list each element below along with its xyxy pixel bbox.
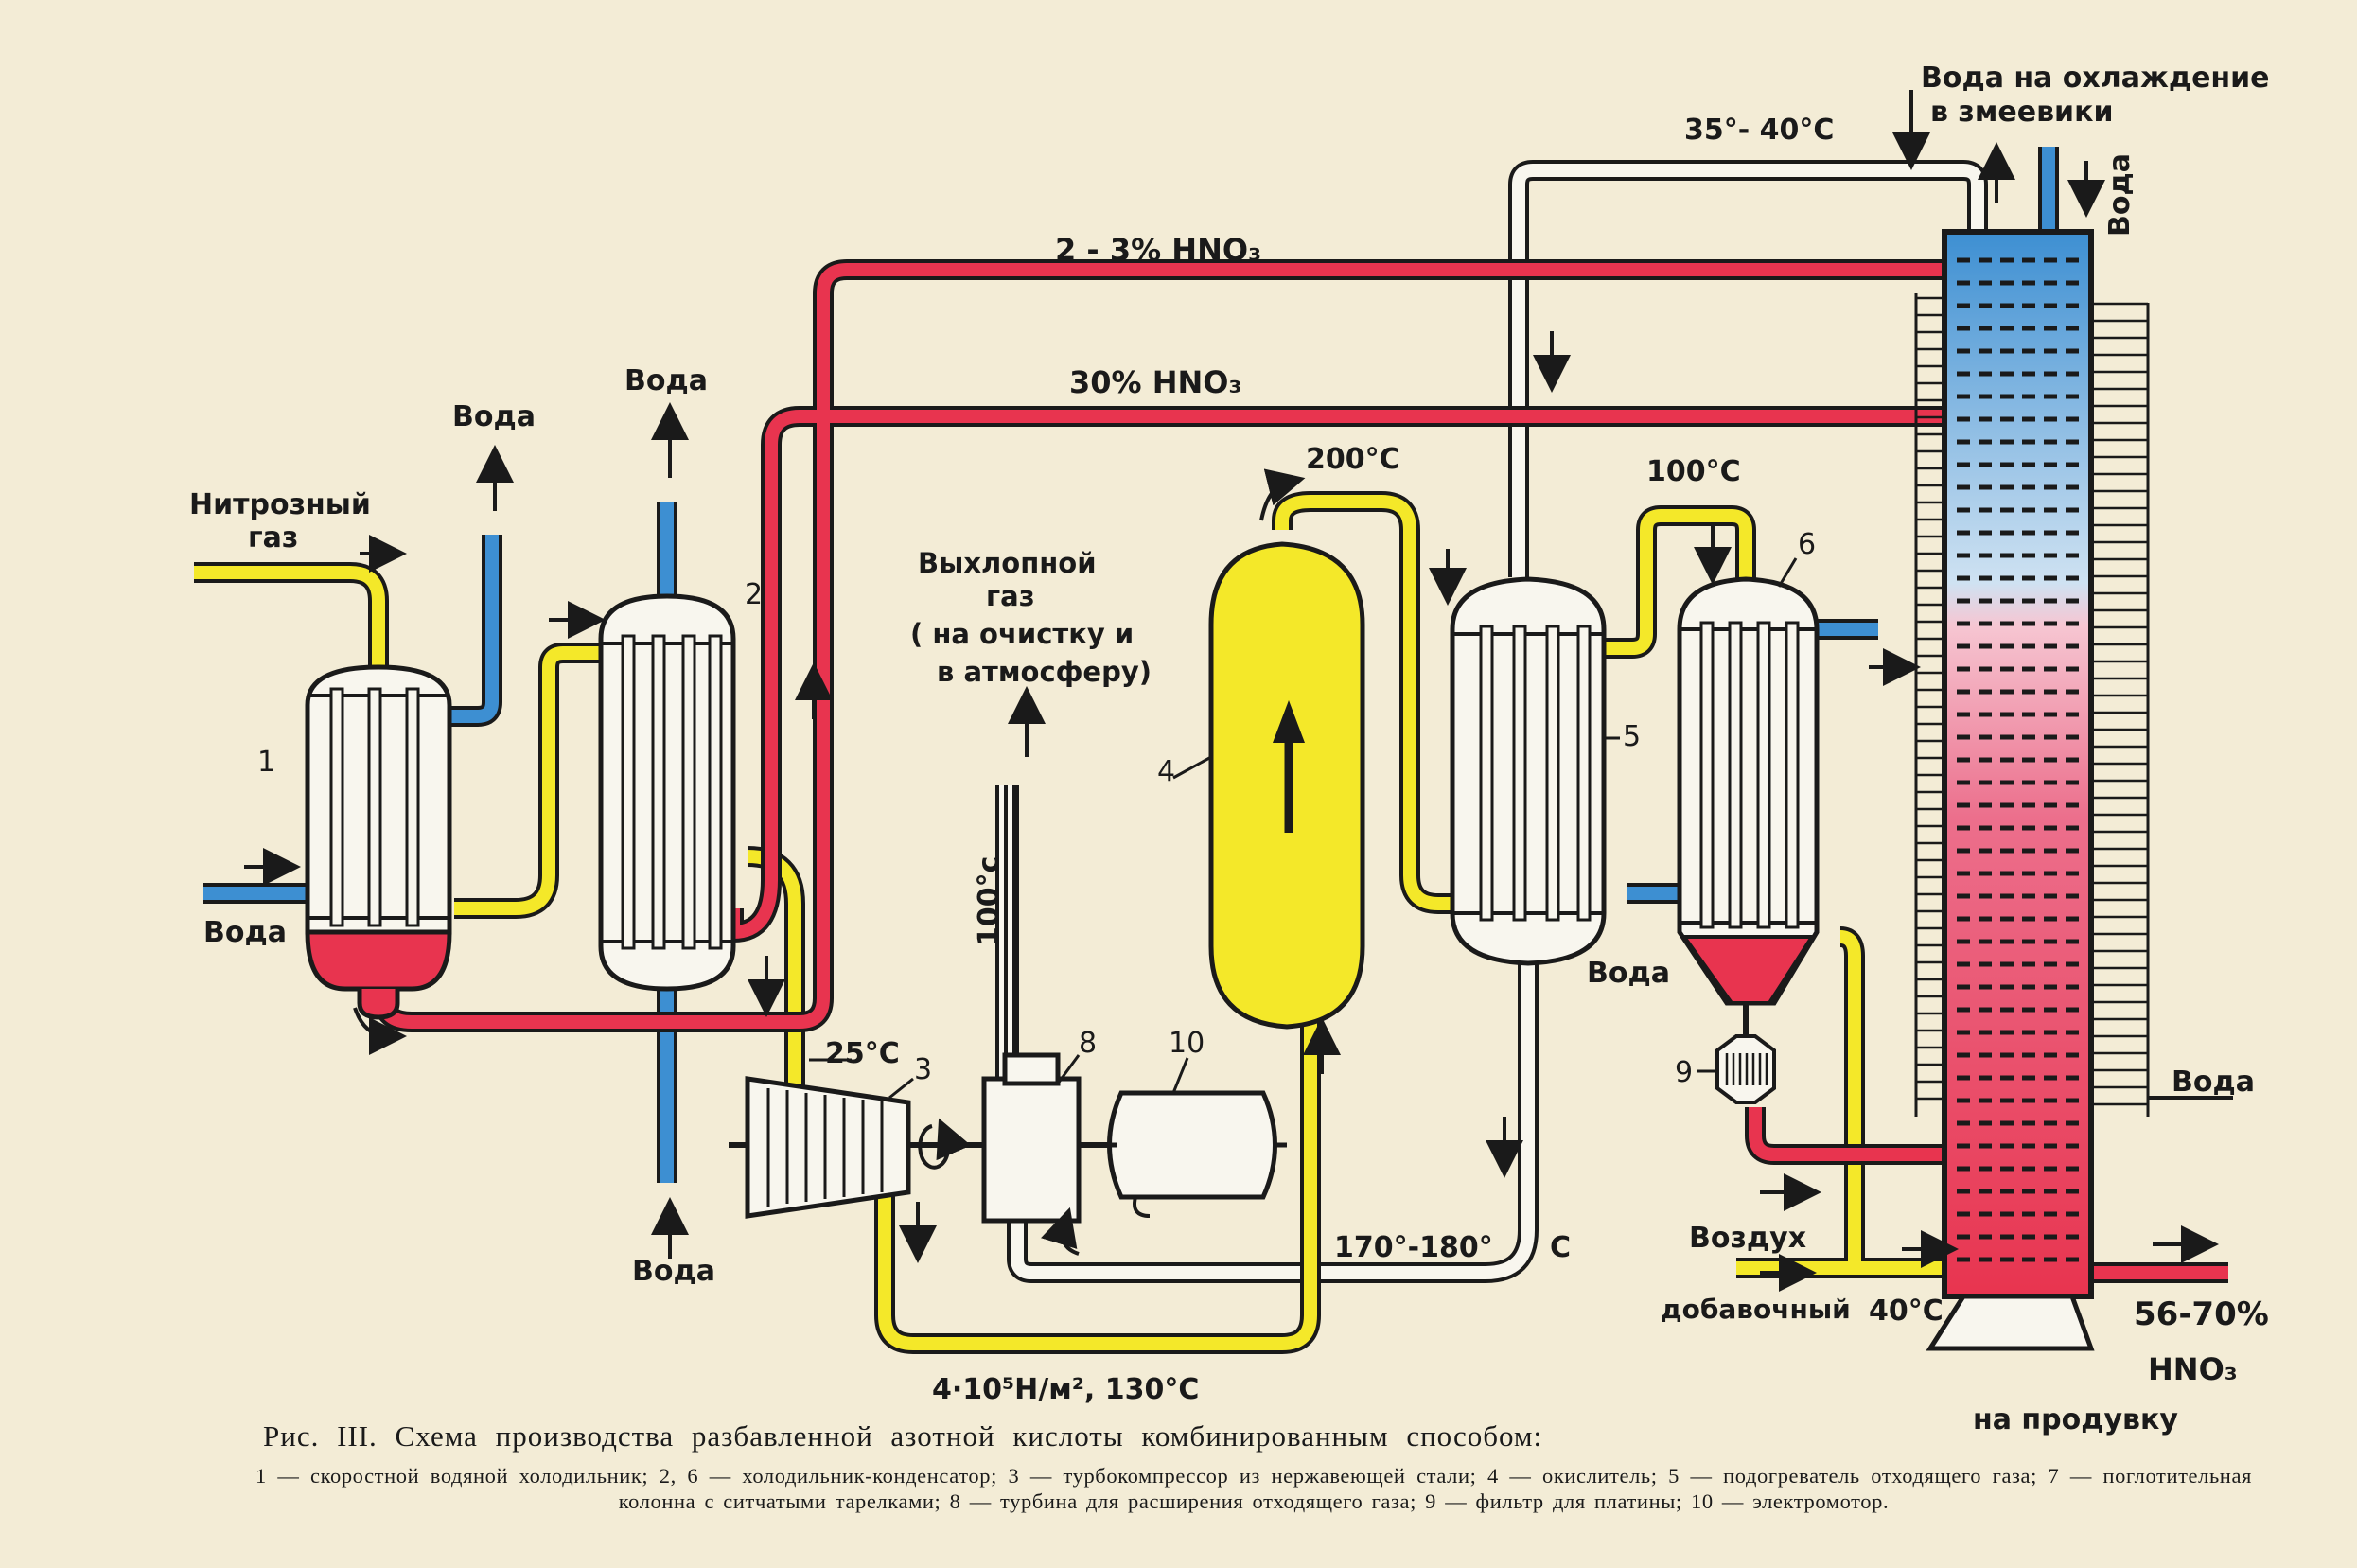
- equipment-number-1: 1: [257, 746, 275, 779]
- label-exhaust-3: ( на очистку и: [910, 618, 1134, 650]
- equipment-number-9: 9: [1675, 1056, 1693, 1089]
- equipment-number-8: 8: [1079, 1027, 1097, 1060]
- electric-motor: [1102, 1090, 1287, 1218]
- equipment-number-5: 5: [1623, 720, 1641, 753]
- label-exhaust-2: газ: [986, 580, 1035, 612]
- label-gas: газ: [248, 521, 298, 555]
- caption-legend: 1 — скоростной водяной холодильник; 2, 6…: [255, 1464, 2252, 1513]
- caption-title: Рис. III. Схема производства разбавленно…: [263, 1419, 1543, 1453]
- label-pressure: 4·10⁵Н/м², 130°С: [932, 1373, 1199, 1406]
- equipment-number-10: 10: [1169, 1027, 1205, 1060]
- cooler-condenser-2: [598, 593, 736, 992]
- equipment-number-4: 4: [1157, 755, 1175, 788]
- label-temp-35-40: 35°- 40°С: [1684, 114, 1834, 147]
- turbocompressor: [729, 1076, 994, 1219]
- label-water-cooler1: Вода: [452, 400, 536, 433]
- label-temp-25: 25°С: [825, 1037, 900, 1070]
- label-air: Воздух: [1689, 1222, 1806, 1255]
- label-water-vertical: Вода: [2103, 153, 2137, 237]
- equipment-number-6: 6: [1798, 528, 1816, 561]
- cooler-condenser-6: [1677, 576, 1820, 1006]
- equipment-number-2: 2: [745, 578, 763, 611]
- label-c-letter: С: [1550, 1231, 1571, 1264]
- label-water-in: Вода: [203, 916, 287, 949]
- label-to-coils: в змеевики: [1930, 96, 2113, 129]
- label-water-heater: Вода: [1587, 957, 1670, 990]
- figure-caption: Рис. III. Схема производства разбавленно…: [255, 1419, 2252, 1514]
- equipment-number-3: 3: [914, 1053, 932, 1086]
- exhaust-gas-heater: [1450, 576, 1607, 966]
- label-water-out-right: Вода: [2172, 1066, 2255, 1099]
- label-temp-100-vertical: 100°с: [973, 856, 1006, 946]
- label-temp-100-right: 100°С: [1646, 455, 1741, 488]
- label-cooling-water: Вода на охлаждение: [1921, 62, 2270, 95]
- label-hno3-56-70: 56-70%: [2134, 1295, 2269, 1333]
- label-temp-170-180: 170°-180°: [1334, 1231, 1493, 1264]
- label-hno3-product: HNO₃: [2148, 1351, 2238, 1387]
- label-temp-200: 200°С: [1306, 443, 1400, 476]
- flow-arrows: [244, 90, 2233, 1292]
- label-hno3-30: 30% HNO₃: [1069, 364, 1242, 400]
- label-exhaust-4: в атмосферу): [937, 656, 1152, 688]
- fast-water-cooler: [305, 664, 452, 1020]
- oxidizer: [1208, 541, 1365, 1030]
- absorption-column: [1914, 229, 2150, 1351]
- label-additional: добавочный: [1661, 1294, 1851, 1325]
- label-exhaust-1: Выхлопной: [918, 547, 1097, 579]
- label-temp-40: 40°С: [1869, 1295, 1944, 1328]
- label-nitrous-gas: Нитрозный: [189, 488, 371, 521]
- label-to-purge: на продувку: [1973, 1403, 2178, 1436]
- platinum-filter: [1715, 1003, 1776, 1104]
- label-water-bottom: Вода: [632, 1255, 715, 1288]
- label-water-cooler2: Вода: [624, 364, 708, 397]
- label-hno3-2-3: 2 - 3% HNO₃: [1055, 232, 1261, 268]
- expansion-turbine: [981, 785, 1121, 1224]
